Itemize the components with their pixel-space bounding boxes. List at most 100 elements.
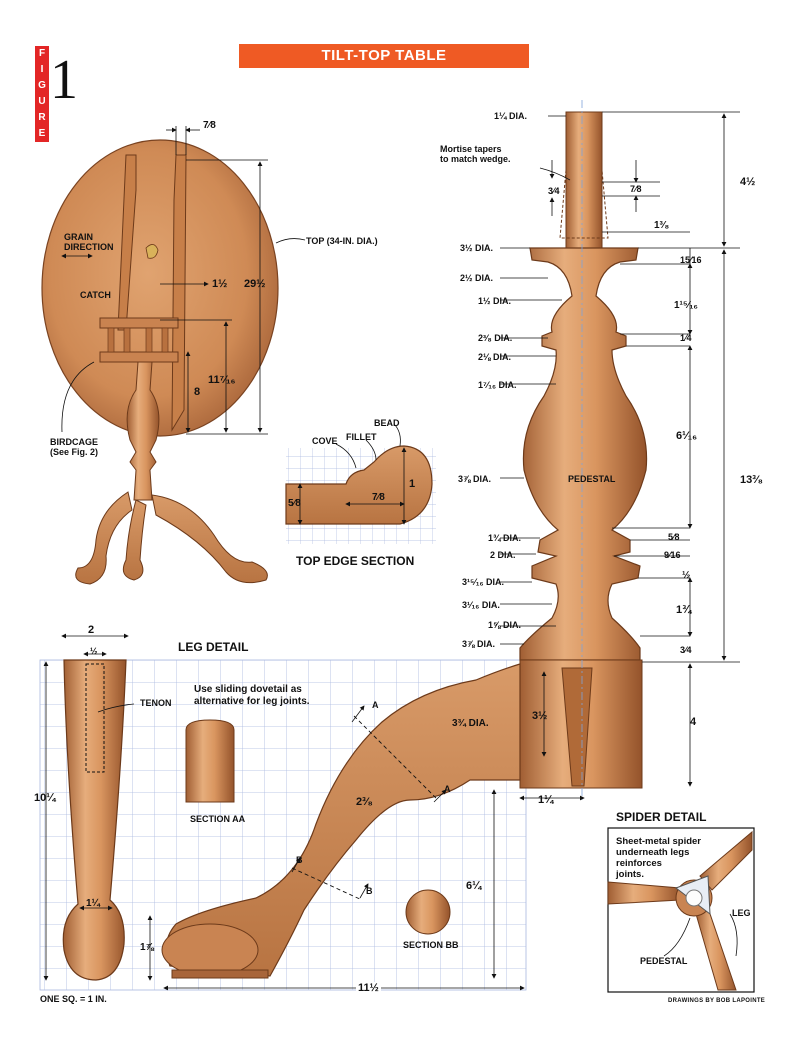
drawing-credit: DRAWINGS BY BOB LAPOINTE (668, 998, 766, 1004)
table-dim-7-8: 7⁄8 (203, 120, 216, 131)
figure-letter: R (38, 112, 46, 123)
birdcage-label: BIRDCAGE (See Fig. 2) (50, 437, 99, 457)
pedestal-column (519, 247, 648, 661)
catch-label: CATCH (80, 290, 111, 300)
pedestal-illustration (519, 100, 648, 800)
mortise-label: Mortise tapers to match wedge. (440, 144, 511, 164)
top-label: TOP (34-IN. DIA.) (306, 236, 378, 246)
leg-dim-10-1-4: 10¼ (34, 792, 56, 804)
grain-direction-label: GRAIN DIRECTION (64, 232, 114, 252)
pedestal-dia-label: 1½ DIA. (478, 296, 512, 306)
diagram-title: TILT-TOP TABLE (239, 44, 529, 68)
pedestal-dia-label: 1¾ DIA. (488, 533, 522, 543)
table-leg-center (122, 499, 147, 581)
pedestal-dim-13-3-8: 13³⁄₈ (740, 474, 763, 486)
pedestal-dim-3-4: 3⁄4 (548, 186, 560, 196)
leg-detail-title: LEG DETAIL (178, 640, 249, 654)
figure-letter: G (38, 80, 46, 91)
table-dim-11-7-16: 11⁷⁄₁₆ (208, 374, 236, 386)
tenon-outline (85, 663, 105, 773)
cove-label: COVE (312, 436, 338, 446)
top-edge-section-title: TOP EDGE SECTION (296, 554, 415, 568)
section-marker-a-lower: A (444, 784, 451, 794)
pedestal-dim-1-4: 1⁄4 (680, 333, 692, 343)
figure-letter: U (38, 96, 46, 107)
pedestal-dia-label: 1⁷⁄₁₆ DIA. (478, 380, 517, 390)
section-bb-shape (405, 889, 451, 935)
leg-dim-6-1-4: 6¼ (466, 880, 482, 892)
leg-dim-3-1-2: 3½ (532, 710, 548, 722)
pedestal-dim-7-8: 7⁄8 (630, 184, 642, 194)
table-leg-right (151, 494, 268, 584)
pedestal-dia-label: 2⅛ DIA. (478, 352, 512, 362)
table-leg-left (75, 491, 133, 585)
table-illustration (41, 126, 306, 585)
leg-dim-11-1-2: 11½ (356, 982, 381, 994)
spider-pedestal-label: PEDESTAL (640, 956, 688, 966)
figure-tab: F I G U R E (35, 46, 49, 142)
pedestal-dia-label: 3¹⁵⁄₁₆ DIA. (462, 577, 505, 587)
cleat-left (117, 154, 137, 331)
pedestal-dim-1-15-16: 1¹⁵⁄₁₆ (674, 300, 698, 311)
pedestal-dia-label: 1¼ DIA. (494, 111, 528, 121)
pedestal-dim-15-16: 15⁄16 (680, 255, 702, 265)
leg-front-view (62, 659, 127, 981)
leg-dim-1-1-4-base: 1¼ (538, 794, 554, 806)
catch-icon (145, 244, 159, 259)
edge-dim-7-8: 7⁄8 (372, 492, 385, 503)
leg-dim-3-3-4-dia: 3¾ DIA. (452, 718, 489, 729)
edge-dim-5-8: 5⁄8 (288, 498, 301, 509)
leg-dim-1-1-4: 1¼ (86, 898, 100, 909)
fillet-label: FILLET (346, 432, 377, 442)
pedestal-dia-label: 3¹⁄₁₆ DIA. (462, 600, 500, 610)
pedestal-label: PEDESTAL (568, 474, 616, 484)
pedestal-dia-label: 2½ DIA. (460, 273, 494, 283)
spider-note: Sheet-metal spider underneath legs reinf… (616, 836, 701, 880)
table-dim-29-1-2: 29½ (244, 278, 266, 290)
figure-number: 1 (50, 49, 78, 111)
table-pedestal (126, 361, 160, 501)
table-top (41, 139, 279, 437)
cleat-right (171, 154, 187, 432)
pedestal-dia-label: 3⅞ DIA. (462, 639, 496, 649)
spider-detail-title: SPIDER DETAIL (616, 810, 707, 824)
pedestal-dim-1-2: ½ (682, 570, 691, 581)
section-aa-label: SECTION AA (190, 814, 246, 824)
section-bb-label: SECTION BB (403, 940, 459, 950)
section-marker-b-upper: B (296, 855, 303, 865)
top-edge-section (285, 423, 436, 544)
spider-detail (607, 827, 755, 993)
dovetail-note: Use sliding dovetail as alternative for … (194, 684, 310, 707)
leg-dim-1-2: ½ (90, 646, 98, 656)
grid-scale-label: ONE SQ. = 1 IN. (40, 994, 107, 1004)
pedestal-dim-6-1-16: 6¹⁄₁₆ (676, 430, 698, 442)
leg-foot (161, 923, 259, 977)
pedestal-dia-label: 3⅞ DIA. (458, 474, 492, 484)
birdcage-top (99, 317, 179, 329)
pedestal-dim-4: 4 (690, 716, 697, 728)
tenon-label: TENON (140, 698, 172, 708)
leg-dim-1-7-8: 1⅞ (140, 942, 154, 953)
pedestal-dia-label: 3½ DIA. (460, 243, 494, 253)
bead-label: BEAD (374, 418, 400, 428)
section-aa-shape (185, 719, 235, 803)
figure-letter: E (38, 128, 46, 139)
pedestal-dim-9-16: 9⁄16 (664, 550, 681, 560)
cabriole-leg (165, 663, 521, 977)
birdcage-bottom (99, 351, 179, 363)
pedestal-dim-3-4-base: 3⁄4 (680, 645, 692, 655)
pedestal-dimension-lines (500, 111, 740, 663)
pedestal-dim-1-3-4: 1¾ (676, 604, 692, 616)
pedestal-tenon (565, 111, 603, 249)
pedestal-dia-label: 2 DIA. (490, 550, 516, 560)
section-marker-a-upper: A (372, 700, 379, 710)
table-dim-1-1-2: 1½ (212, 278, 228, 290)
leg-illustration (43, 633, 693, 991)
spider-leg-label: LEG (732, 908, 751, 918)
edge-dim-1: 1 (409, 478, 416, 490)
section-marker-b-lower: B (366, 886, 373, 896)
pedestal-dim-5-8: 5⁄8 (668, 532, 680, 542)
figure-letter: F (38, 48, 46, 59)
pedestal-dim-1-3-8: 1³⁄₈ (654, 220, 670, 231)
